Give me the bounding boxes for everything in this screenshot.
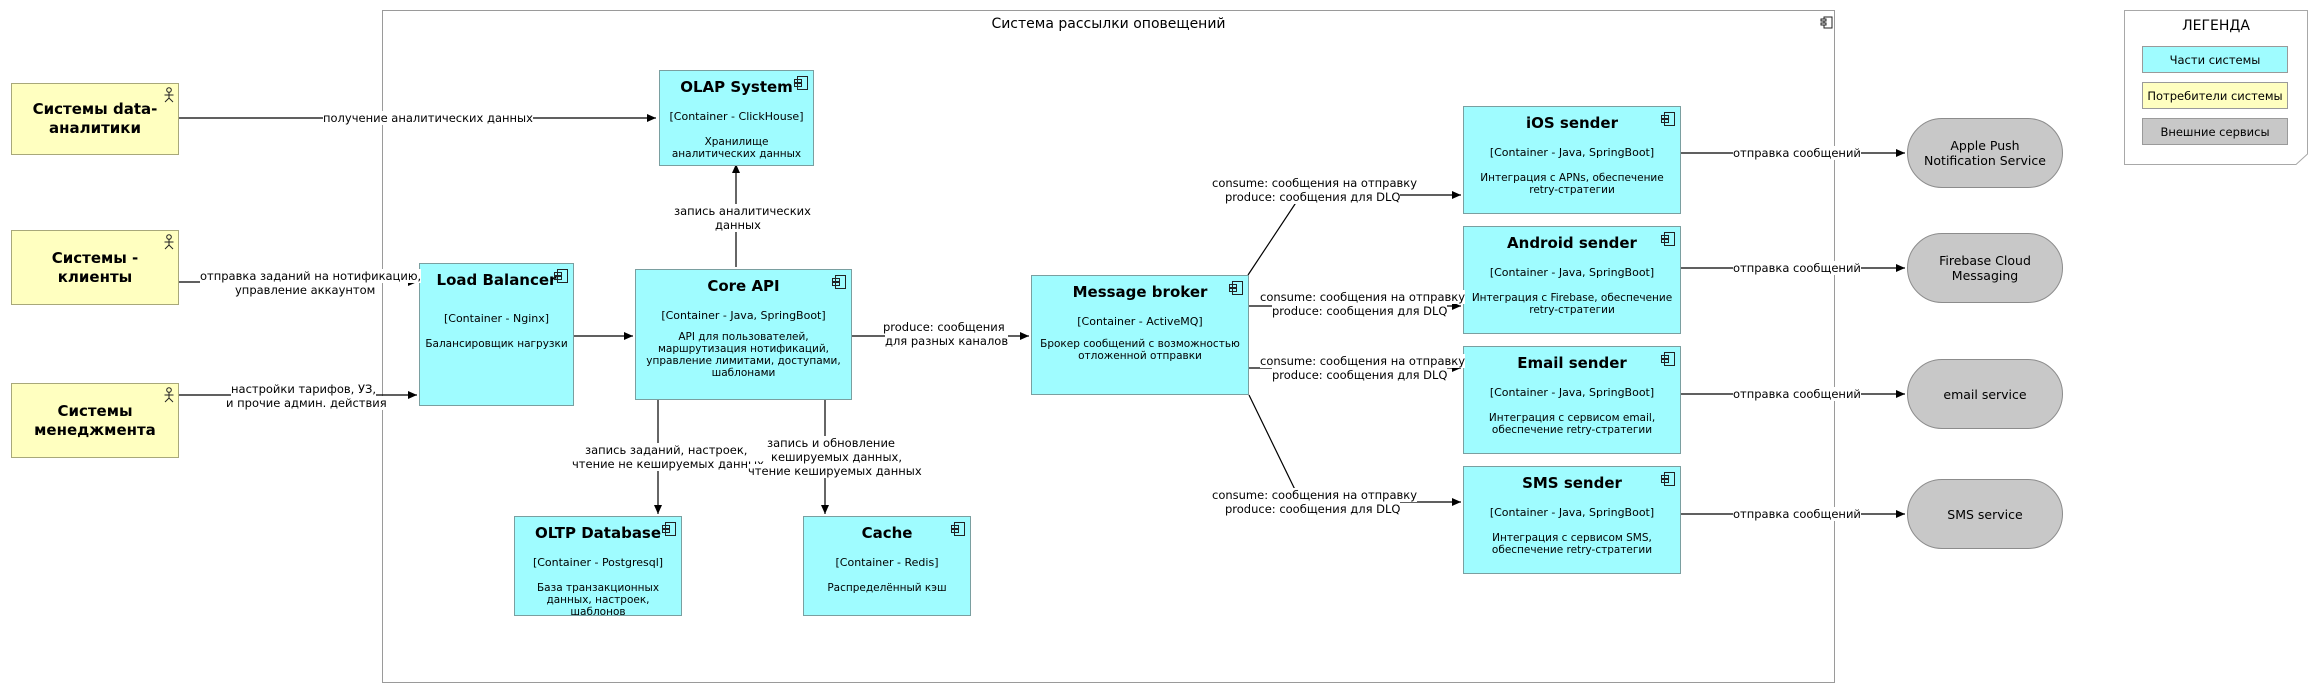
container-tech: [Container - Redis] (835, 556, 939, 569)
container-desc: Интеграция с сервисом email, обеспечение… (1488, 412, 1656, 436)
component-icon (1661, 112, 1675, 126)
container-tech: [Container - Java, SpringBoot] (1489, 146, 1655, 159)
container-tech: [Container - Java, SpringBoot] (1489, 506, 1655, 519)
external-fcm[interactable]: Firebase Cloud Messaging (1907, 233, 2063, 303)
edge-label: отправка сообщений (1733, 387, 1861, 401)
edge-label: produce: сообщения для DLQ (1272, 368, 1448, 382)
container-cache[interactable]: Cache [Container - Redis] Распределённый… (803, 516, 971, 616)
container-title: Message broker (1072, 283, 1208, 301)
person-icon (164, 87, 174, 103)
edge-label: produce: сообщения для DLQ (1225, 502, 1401, 516)
edge-label: consume: сообщения на отправку (1212, 488, 1418, 502)
edge-label: produce: сообщения для DLQ (1225, 190, 1401, 204)
edge-label: получение аналитических данных (323, 111, 533, 125)
edge-label: чтение кешируемых данных (748, 464, 922, 478)
legend-item-external: Внешние сервисы (2142, 118, 2288, 145)
container-title: Load Balancer (436, 271, 557, 289)
container-title: iOS sender (1525, 114, 1618, 132)
container-title: Android sender (1507, 234, 1637, 252)
edge-label: consume: сообщения на отправку (1212, 176, 1418, 190)
container-message-broker[interactable]: Message broker [Container - ActiveMQ] Бр… (1031, 275, 1249, 395)
external-sms-service[interactable]: SMS service (1907, 479, 2063, 549)
legend-title: ЛЕГЕНДА (2182, 18, 2250, 34)
container-desc: Интеграция с сервисом SMS, обеспечение r… (1491, 532, 1653, 556)
edge-label: управление аккаунтом (235, 283, 376, 297)
container-desc: Брокер сообщений с возможностью отложенн… (1040, 338, 1240, 362)
edge-label: и прочие админ. действия (226, 396, 387, 410)
edge-label: кешируемых данных, (771, 450, 902, 464)
edge-label: consume: сообщения на отправку (1260, 290, 1466, 304)
edge-label: отправка сообщений (1733, 261, 1861, 275)
edge-label: чтение не кешируемых данных (572, 457, 764, 471)
edge-broker-sms (1248, 394, 1461, 506)
container-title: Cache (861, 524, 913, 542)
actor-analytics[interactable]: Системы data-аналитики (11, 83, 179, 155)
actor-title: Системы - клиенты (51, 248, 139, 286)
container-title: Core API (707, 277, 780, 295)
container-desc: Распределённый кэш (827, 582, 947, 594)
container-desc: Хранилище аналитических данных (671, 136, 802, 160)
component-icon (1661, 472, 1675, 486)
legend-item-system: Части системы (2142, 46, 2288, 73)
container-desc: API для пользователей, маршрутизация нот… (646, 331, 841, 379)
edge-label: для разных каналов (885, 334, 1009, 348)
container-title: Email sender (1517, 354, 1627, 372)
edge-label: отправка сообщений (1733, 146, 1861, 160)
component-icon (1661, 352, 1675, 366)
container-ios-sender[interactable]: iOS sender [Container - Java, SpringBoot… (1463, 106, 1681, 214)
external-email-service[interactable]: email service (1907, 359, 2063, 429)
container-oltp[interactable]: OLTP Database [Container - Postgresql] Б… (514, 516, 682, 618)
container-core-api[interactable]: Core API [Container - Java, SpringBoot] … (635, 269, 852, 400)
container-sms-sender[interactable]: SMS sender [Container - Java, SpringBoot… (1463, 466, 1681, 574)
container-android-sender[interactable]: Android sender [Container - Java, Spring… (1463, 226, 1681, 334)
edge-label: отправка сообщений (1733, 507, 1861, 521)
person-icon (164, 387, 174, 403)
edge-broker-ios (1247, 191, 1461, 276)
edge-label: produce: сообщения (883, 320, 1005, 334)
component-icon (832, 275, 846, 289)
edge-label: запись аналитических (674, 204, 811, 218)
external-apns[interactable]: Apple Push Notification Service (1907, 118, 2063, 188)
container-title: SMS sender (1522, 474, 1622, 492)
edge-label: данных (715, 218, 761, 232)
container-desc: База транзакционных данных, настроек, ша… (536, 582, 660, 618)
container-title: OLAP System (680, 78, 793, 96)
component-icon (1820, 16, 1833, 29)
container-email-sender[interactable]: Email sender [Container - Java, SpringBo… (1463, 346, 1681, 454)
container-desc: Интеграция с APNs, обеспечение retry-стр… (1480, 172, 1664, 196)
actor-title: Системы менеджмента (34, 401, 156, 439)
edge-label: настройки тарифов, УЗ, (231, 382, 376, 396)
component-icon (951, 522, 965, 536)
actor-management[interactable]: Системы менеджмента (11, 383, 179, 458)
container-tech: [Container - Nginx] (443, 312, 550, 325)
container-title: OLTP Database (534, 524, 662, 542)
person-icon (164, 234, 174, 250)
actor-title: Системы data-аналитики (32, 100, 158, 137)
container-desc: Интеграция с Firebase, обеспечение retry… (1471, 292, 1673, 316)
container-tech: [Container - Java, SpringBoot] (1489, 386, 1655, 399)
container-tech: [Container - Postgresql] (532, 556, 664, 569)
component-icon (662, 522, 676, 536)
container-tech: [Container - ClickHouse] (669, 110, 804, 123)
component-icon (1661, 232, 1675, 246)
edge-label: запись заданий, настроек, (585, 443, 748, 457)
edge-label: отправка заданий на нотификацию, (200, 269, 422, 283)
component-icon (1229, 281, 1243, 295)
edge-label: запись и обновление (767, 436, 895, 450)
legend-item-consumers: Потребители системы (2142, 82, 2288, 109)
legend: ЛЕГЕНДА Части системы Потребители систем… (2124, 10, 2308, 165)
container-tech: [Container - ActiveMQ] (1077, 315, 1203, 328)
component-icon (554, 269, 568, 283)
actor-clients[interactable]: Системы - клиенты (11, 230, 179, 305)
container-tech: [Container - Java, SpringBoot] (1489, 266, 1655, 279)
container-load-balancer[interactable]: Load Balancer [Container - Nginx] Баланс… (419, 263, 574, 406)
container-desc: Балансировщик нагрузки (425, 338, 568, 350)
container-olap[interactable]: OLAP System [Container - ClickHouse] Хра… (659, 70, 814, 166)
system-title: Система рассылки оповещений (991, 16, 1226, 32)
component-icon (794, 76, 808, 90)
edge-label: produce: сообщения для DLQ (1272, 304, 1448, 318)
container-tech: [Container - Java, SpringBoot] (661, 309, 826, 322)
edge-label: consume: сообщения на отправку (1260, 354, 1466, 368)
